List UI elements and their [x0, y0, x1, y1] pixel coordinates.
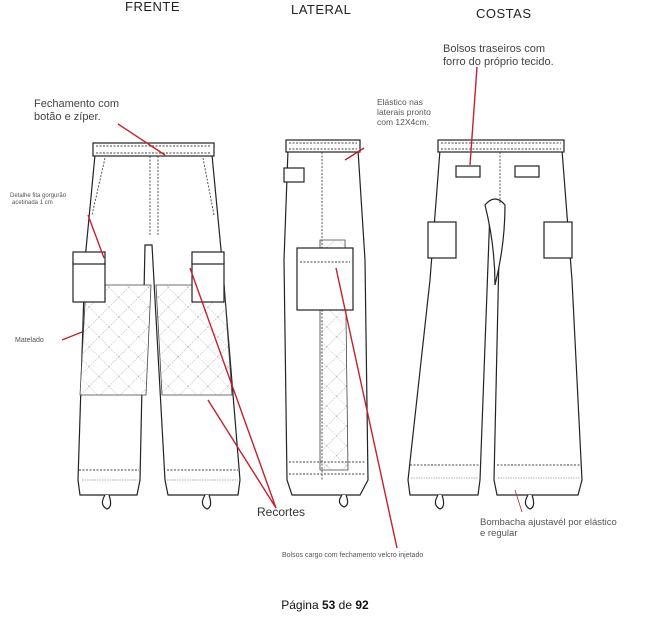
page-number: Página 53 de 92 — [0, 598, 650, 612]
annotation-back-pockets: Bolsos traseiros com forro do próprio te… — [443, 43, 554, 68]
annotation-line: Bombacha ajustavél por elástico — [480, 517, 617, 528]
annotation-ribbon: Detalhe fita gorgurão acetinada 1 cm — [10, 193, 66, 207]
view-title-front: FRENTE — [125, 0, 180, 14]
current-page: 53 — [321, 598, 336, 612]
annotation-line: forro do próprio tecido. — [443, 55, 554, 68]
annotation-line: Bolsos traseiros com — [443, 43, 546, 55]
annotation-line: Detalhe fita gorgurão — [10, 193, 67, 199]
annotation-elastic: Elástico nas laterais pronto com 12X4cm. — [377, 97, 431, 127]
annotation-line: laterais pronto — [377, 106, 431, 117]
annotation-line: acetinada 1 cm — [12, 199, 53, 206]
annotation-closure: Fechamento com botão e zíper. — [34, 98, 119, 123]
annotation-lines — [61, 66, 523, 549]
back-pants-drawing — [407, 139, 583, 510]
page-separator: de — [338, 598, 353, 612]
page-label: Página — [281, 598, 319, 612]
view-title-back: COSTAS — [476, 6, 532, 21]
side-pants-drawing — [283, 139, 369, 508]
view-title-side: LATERAL — [291, 2, 352, 17]
total-pages: 92 — [355, 598, 369, 612]
annotation-cargo-pockets: Bolsos cargo com fechamento velcro injet… — [282, 552, 424, 559]
front-quilted-left — [79, 284, 152, 396]
annotation-bombacha: Bombacha ajustavél por elástico e regula… — [480, 517, 617, 540]
annotation-cuts: Recortes — [257, 505, 306, 519]
annotation-line: e regular — [480, 527, 518, 539]
annotation-line: botão e zíper. — [34, 110, 101, 123]
annotation-quilted: Matelado — [15, 337, 44, 344]
annotation-line: Fechamento com — [34, 98, 119, 110]
front-pants-drawing — [72, 142, 241, 510]
annotation-line: Elástico nas — [377, 97, 423, 107]
annotation-line: com 12X4cm. — [377, 116, 429, 127]
